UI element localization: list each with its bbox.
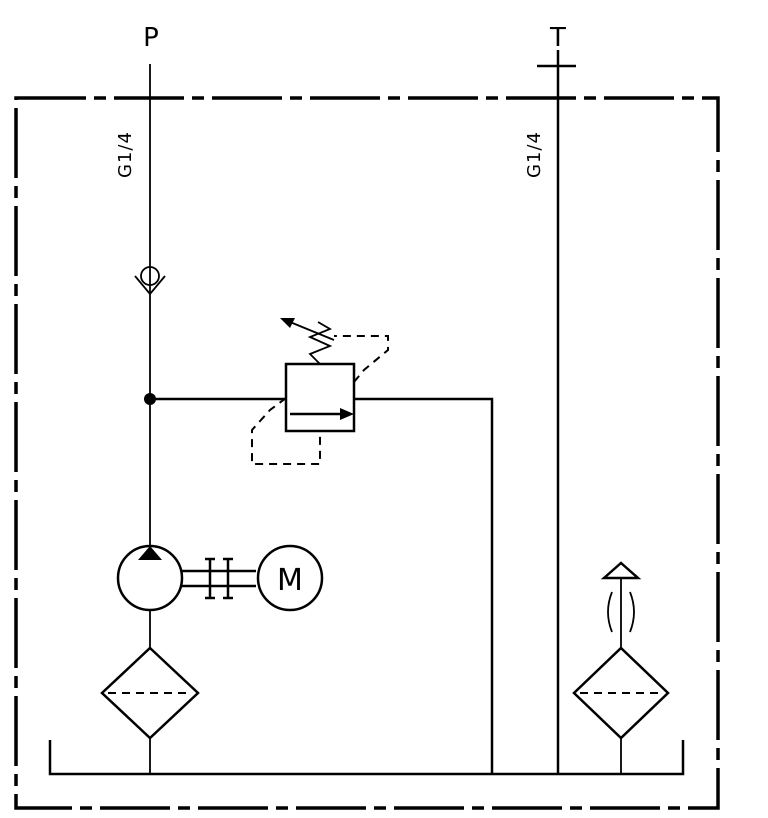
motor-label: M	[277, 563, 303, 598]
port-t-thread-label: G1/4	[524, 131, 545, 178]
relief-outlet-line	[354, 397, 494, 774]
coupling-icon	[182, 557, 256, 600]
breather-filter-icon	[572, 561, 670, 774]
port-t-label: T	[549, 23, 566, 53]
port-p-thread-label: G1/4	[115, 131, 136, 178]
reservoir-outline	[48, 740, 685, 776]
suction-filter-icon	[100, 646, 200, 740]
motor-icon	[256, 544, 324, 612]
pressure-relief-valve-icon	[251, 318, 389, 465]
check-valve-icon	[134, 266, 166, 296]
enclosure-boundary	[14, 96, 720, 810]
port-p-label: P	[143, 23, 159, 53]
pump-icon	[116, 544, 184, 612]
